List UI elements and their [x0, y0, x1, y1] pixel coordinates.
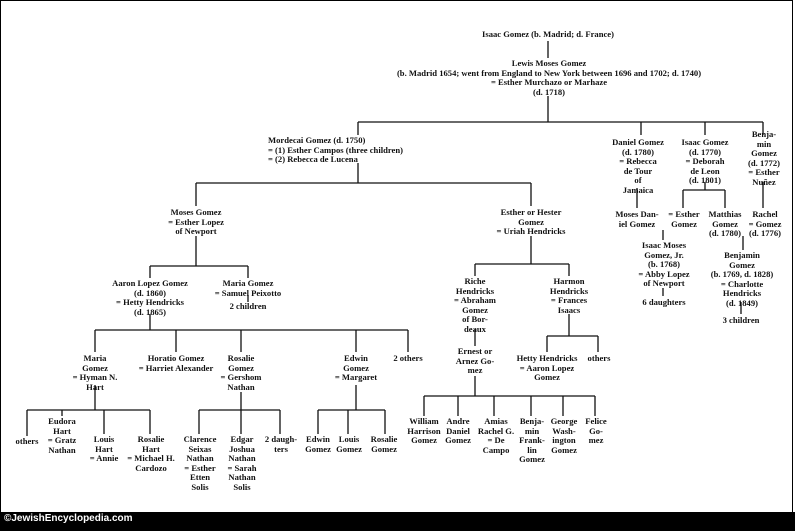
node-mordecai-gomez: Mordecai Gomez (d. 1750) = (1) Esther Ca…	[268, 135, 403, 165]
node-moses-daniel-gomez: Moses Dan- iel Gomez	[615, 209, 659, 229]
node-maria-gomez-peixotto: Maria Gomez = Samuel Peixotto	[214, 278, 282, 298]
node-others-left: others	[15, 436, 39, 446]
node-eudora-hart: Eudora Hart = Gratz Nathan	[47, 416, 77, 455]
node-rachel-gomez: Rachel = Gomez (d. 1776)	[748, 209, 782, 239]
node-two-children: 2 children	[229, 301, 267, 311]
node-benjamin-gomez-1772: Benja- min Gomez (d. 1772) = Esther Nuñe…	[748, 129, 780, 187]
node-daniel-gomez: Daniel Gomez (d. 1780) = Rebecca de Tour…	[612, 137, 664, 195]
node-benjamin-gomez-1769: Benjamin Gomez (b. 1769, d. 1828) = Char…	[710, 250, 774, 308]
node-two-daughters: 2 daugh- ters	[264, 434, 298, 454]
node-three-children: 3 children	[722, 315, 760, 325]
copyright-footer: ©JewishEncyclopedia.com	[0, 512, 795, 531]
node-isaac-moses-gomez-jr: Isaac Moses Gomez, Jr. (b. 1768) = Abby …	[638, 240, 690, 289]
node-amias-rachel-gomez: Amias Rachel G. = De Campo	[477, 416, 515, 455]
node-six-daughters: 6 daughters	[642, 297, 686, 307]
node-william-harrison-gomez: William Harrison Gomez	[407, 416, 441, 446]
node-isaac-gomez: Isaac Gomez (b. Madrid; d. France)	[482, 29, 614, 39]
node-esther-gomez-spouse: = Esther Gomez	[668, 209, 700, 229]
node-edgar-joshua-nathan: Edgar Joshua Nathan = Sarah Nathan Solis	[227, 434, 257, 492]
node-riche-hendricks: Riche Hendricks = Abraham Gomez of Bor- …	[454, 276, 496, 334]
node-louis-hart: Louis Hart = Annie	[89, 434, 119, 464]
node-moses-gomez: Moses Gomez = Esther Lopez of Newport	[168, 207, 224, 237]
node-george-washington-gomez: George Wash- ington Gomez	[550, 416, 578, 455]
node-maria-gomez-hart: Maria Gomez = Hyman N. Hart	[72, 353, 118, 392]
node-rosalie-gomez-child: Rosalie Gomez	[370, 434, 398, 454]
node-edwin-gomez-margaret: Edwin Gomez = Margaret	[334, 353, 378, 383]
node-isaac-gomez-1770: Isaac Gomez (d. 1770) = Deborah de Leon …	[681, 137, 729, 186]
node-ernest-arnez-gomez: Ernest or Arnez Go- mez	[455, 346, 495, 376]
node-lewis-moses-gomez: Lewis Moses Gomez (b. Madrid 1654; went …	[396, 58, 702, 97]
node-rosalie-hart: Rosalie Hart = Michael H. Cardozo	[127, 434, 175, 473]
node-esther-hester-gomez: Esther or Hester Gomez = Uriah Hendricks	[496, 207, 566, 237]
node-louis-gomez: Louis Gomez	[336, 434, 362, 454]
node-two-others: 2 others	[393, 353, 423, 363]
node-andre-daniel-gomez: Andre Daniel Gomez	[445, 416, 471, 446]
node-hetty-hendricks: Hetty Hendricks = Aaron Lopez Gomez	[516, 353, 578, 383]
node-horatio-gomez: Horatio Gomez = Harriet Alexander	[138, 353, 214, 373]
node-others-right: others	[587, 353, 611, 363]
node-harmon-hendricks: Harmon Hendricks = Frances Isaacs	[549, 276, 589, 315]
node-clarence-seixas-nathan: Clarence Seixas Nathan = Esther Etten So…	[183, 434, 217, 492]
node-edwin-gomez-child: Edwin Gomez	[305, 434, 331, 454]
node-matthias-gomez: Matthias Gomez (d. 1780)	[708, 209, 742, 239]
node-felice-gomez: Felice Go- mez	[585, 416, 607, 446]
node-rosalie-gomez-nathan: Rosalie Gomez = Gershom Nathan	[220, 353, 262, 392]
node-aaron-lopez-gomez: Aaron Lopez Gomez (d. 1860) = Hetty Hend…	[112, 278, 188, 317]
node-benjamin-franklin-gomez: Benja- min Frank- lin Gomez	[519, 416, 545, 465]
